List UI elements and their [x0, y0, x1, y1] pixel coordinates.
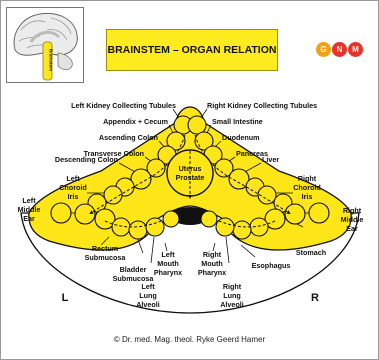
organ-circle: [249, 217, 269, 237]
label-right-choroid-1: Right: [298, 174, 317, 183]
organ-circle: [94, 208, 116, 230]
label-small-intestine: Small Intestine: [212, 117, 263, 126]
organ-circle: [200, 210, 218, 228]
label-left-choroid-1: Left: [66, 174, 80, 183]
label-rectum-2: Submucosa: [85, 253, 127, 262]
label-bladder-1: Bladder: [120, 265, 147, 274]
brainstem-highlight: [42, 41, 53, 81]
organ-circle: [128, 220, 148, 240]
organ-circle: [103, 185, 123, 205]
label-right-mouth-2: Mouth: [201, 259, 223, 268]
side-label-left: L: [62, 292, 69, 304]
thumbnail-brainstem-label: Brainstem: [49, 49, 54, 71]
organ-circle: [74, 203, 96, 225]
label-left-middle-ear-3: Ear: [23, 214, 35, 223]
organ-circle: [214, 158, 234, 178]
label-left-mouth-3: Pharynx: [154, 268, 182, 277]
gnm-logo: G N M: [316, 42, 363, 58]
label-appendix: Appendix + Cecum: [103, 117, 168, 126]
label-right-choroid-3: Iris: [302, 192, 313, 201]
label-pancreas: Pancreas: [236, 149, 268, 158]
label-left-lung-2: Lung: [139, 291, 157, 300]
label-right-choroid-2: Choroid: [293, 183, 321, 192]
logo-letter-n: N: [332, 42, 347, 57]
brain-thumbnail: Brainstem: [6, 7, 84, 83]
label-bladder-2: Submucosa: [113, 274, 155, 283]
label-left-mouth-1: Left: [161, 250, 175, 259]
organ-circle: [215, 217, 235, 237]
organ-circle: [284, 203, 306, 225]
label-left-lung-3: Alveoli: [136, 300, 160, 309]
organ-circle: [146, 158, 166, 178]
organ-circle: [228, 168, 250, 190]
label-uterus: Uterus: [179, 164, 202, 173]
label-left-choroid-2: Choroid: [59, 183, 87, 192]
label-transverse-colon: Transverse Colon: [84, 149, 144, 158]
organ-circle: [187, 115, 207, 135]
organ-circle: [264, 208, 286, 230]
label-stomach: Stomach: [296, 248, 326, 257]
logo-letter-m: M: [348, 42, 363, 57]
brain-sagittal-icon: Brainstem: [13, 12, 78, 81]
label-rectum-1: Rectum: [92, 244, 118, 253]
organ-circle: [130, 168, 152, 190]
organ-circle: [162, 210, 180, 228]
label-left-mouth-2: Mouth: [157, 259, 179, 268]
label-left-kidney: Left Kidney Collecting Tubules: [71, 101, 176, 110]
label-right-mouth-3: Pharynx: [198, 268, 226, 277]
label-right-middle-ear-3: Ear: [346, 224, 358, 233]
organ-circle: [145, 217, 165, 237]
label-right-middle-ear-2: Middle: [341, 215, 364, 224]
label-left-choroid-3: Iris: [68, 192, 79, 201]
label-right-lung-1: Right: [223, 282, 242, 291]
organ-circle: [232, 220, 252, 240]
label-esophagus: Esophagus: [252, 261, 291, 270]
organ-labels: Left Kidney Collecting Tubules Right Kid…: [18, 101, 364, 309]
brainstem-diagram: Left Kidney Collecting Tubules Right Kid…: [18, 101, 364, 314]
label-descending-colon: Descending Colon: [55, 155, 118, 164]
label-duodenum: Duodenum: [222, 133, 260, 142]
label-prostate: Prostate: [176, 173, 205, 182]
organ-circle: [257, 185, 277, 205]
label-left-middle-ear-2: Middle: [18, 205, 41, 214]
label-ascending-colon: Ascending Colon: [99, 133, 158, 142]
label-right-lung-3: Alveoli: [220, 300, 244, 309]
flow-arrows: [89, 134, 291, 228]
page-title: BRAINSTEM – ORGAN RELATION: [107, 44, 277, 56]
label-right-kidney: Right Kidney Collecting Tubules: [207, 101, 317, 110]
organ-circle: [50, 202, 72, 224]
label-left-lung-1: Left: [141, 282, 155, 291]
logo-letter-g: G: [316, 42, 331, 57]
label-right-middle-ear-1: Right: [343, 206, 362, 215]
label-right-lung-2: Lung: [223, 291, 241, 300]
label-liver: Liver: [262, 155, 279, 164]
organ-circle: [111, 217, 131, 237]
organ-circle: [308, 202, 330, 224]
label-right-mouth-1: Right: [203, 250, 222, 259]
copyright-footer: © Dr. med. Mag. theol. Ryke Geerd Hamer: [113, 335, 266, 344]
side-label-right: R: [311, 292, 319, 304]
diagram-title-box: BRAINSTEM – ORGAN RELATION: [106, 29, 278, 71]
label-left-middle-ear-1: Left: [22, 196, 36, 205]
